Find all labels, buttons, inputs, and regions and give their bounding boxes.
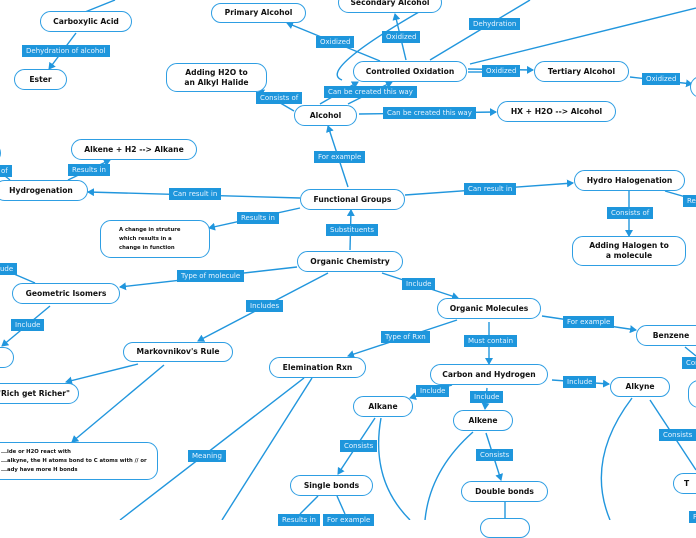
node-carbon-hydrogen[interactable]: Carbon and Hydrogen (430, 364, 548, 385)
node-primary-alcohol[interactable]: Primary Alcohol (211, 3, 306, 23)
node-benzene[interactable]: Benzene (636, 325, 696, 346)
node-hydrogenation[interactable]: Hydrogenation (0, 180, 88, 201)
label-of-partial: of (0, 165, 12, 177)
label-oxidized: Oxidized (642, 73, 681, 85)
node-geometric-isomers[interactable]: Geometric Isomers (12, 283, 120, 304)
label-ude-partial: ude (0, 263, 18, 275)
link (221, 377, 313, 520)
link (684, 346, 696, 357)
link (429, 0, 531, 61)
label-type-of-rxn: Type of Rxn (381, 331, 430, 343)
node-adding-halogen[interactable]: Adding Halogen to a molecule (572, 236, 686, 266)
label-oxidized: Oxidized (382, 31, 421, 43)
label-con-partial: Con (682, 357, 696, 369)
label-consists-of: Consists of (256, 92, 303, 104)
label-for-example: For example (323, 514, 375, 526)
link (336, 495, 346, 515)
label-consists-of: Consists of (607, 207, 654, 219)
link (65, 363, 139, 385)
node-hx-h2o[interactable]: HX + H2O --> Alcohol (497, 101, 616, 122)
node-double-bonds[interactable]: Double bonds (461, 481, 548, 502)
label-oxidized: Oxidized (482, 65, 521, 77)
node-triple-partial[interactable]: T (673, 473, 696, 494)
link (71, 364, 165, 443)
node-rich-get-richer[interactable]: "Rich get Richer" (0, 383, 79, 404)
link (424, 431, 474, 520)
label-includes: Includes (246, 300, 284, 312)
label-for-example: For example (563, 316, 615, 328)
label-results-in: Results in (237, 212, 279, 224)
node-markovnikov[interactable]: Markovnikov's Rule (123, 342, 233, 362)
node-alkyne[interactable]: Alkyne (610, 377, 670, 397)
link (600, 397, 633, 520)
label-for-example: For example (314, 151, 366, 163)
label-can-result-in: Can result in (169, 188, 222, 200)
node-alkane[interactable]: Alkane (353, 396, 413, 417)
node-alcohol[interactable]: Alcohol (294, 105, 357, 126)
label-consists: Consists (476, 449, 514, 461)
label-dehydration: Dehydration (469, 18, 521, 30)
label-consists: Consists (340, 440, 378, 452)
label-can-be-created: Can be created this way (324, 86, 417, 98)
label-meaning: Meaning (188, 450, 226, 462)
node-adding-h2o[interactable]: Adding H2O to an Alkyl Halide (166, 63, 267, 92)
node-functional-groups[interactable]: Functional Groups (300, 189, 405, 210)
node-ester[interactable]: Ester (14, 69, 67, 90)
label-type-of-molecule: Type of molecule (177, 270, 245, 282)
label-oxidized: Oxidized (316, 36, 355, 48)
node-controlled-oxidation[interactable]: Controlled Oxidation (353, 61, 467, 82)
label-must-contain: Must contain (464, 335, 518, 347)
node-carboxylic-acid[interactable]: Carboxylic Acid (40, 11, 132, 32)
label-include: Include (11, 319, 45, 331)
label-dehydration-of-alcohol: Dehydration of alcohol (22, 45, 110, 57)
node-single-bonds[interactable]: Single bonds (290, 475, 373, 496)
link (469, 7, 696, 65)
node-secondary-alcohol[interactable]: Secondary Alcohol (338, 0, 442, 13)
label-include: Include (416, 385, 450, 397)
label-include: Include (402, 278, 436, 290)
label-r-partial: R (689, 511, 696, 523)
link (84, 0, 116, 13)
label-res-partial: Res (683, 195, 696, 207)
link (119, 377, 305, 520)
label-consists: Consists (659, 429, 696, 441)
node-hydro-halogenation[interactable]: Hydro Halogenation (574, 170, 685, 191)
link (299, 495, 319, 515)
label-substituents: Substituents (326, 224, 378, 236)
node-organic-chemistry[interactable]: Organic Chemistry (297, 251, 403, 272)
node-organic-molecules[interactable]: Organic Molecules (437, 298, 541, 319)
label-can-result-in: Can result in (464, 183, 517, 195)
node-markovnikov-meaning[interactable]: ...ide or H2O react with ...alkyne, the … (0, 442, 158, 480)
link (336, 0, 441, 81)
link (377, 417, 411, 520)
node-alkene[interactable]: Alkene (453, 410, 513, 431)
label-results-in: Results in (68, 164, 110, 176)
node-partial-bottom[interactable] (480, 518, 530, 538)
node-elimination-rxn[interactable]: Elemination Rxn (269, 357, 366, 378)
label-can-be-created: Can be created this way (383, 107, 476, 119)
node-tertiary-alcohol[interactable]: Tertiary Alcohol (534, 61, 629, 82)
label-results-in: Results in (278, 514, 320, 526)
node-change-structure[interactable]: A change in struture which results in a … (100, 220, 210, 258)
label-include: Include (470, 391, 504, 403)
label-include: Include (563, 376, 597, 388)
node-alkene-h2[interactable]: Alkene + H2 --> Alkane (71, 139, 197, 160)
